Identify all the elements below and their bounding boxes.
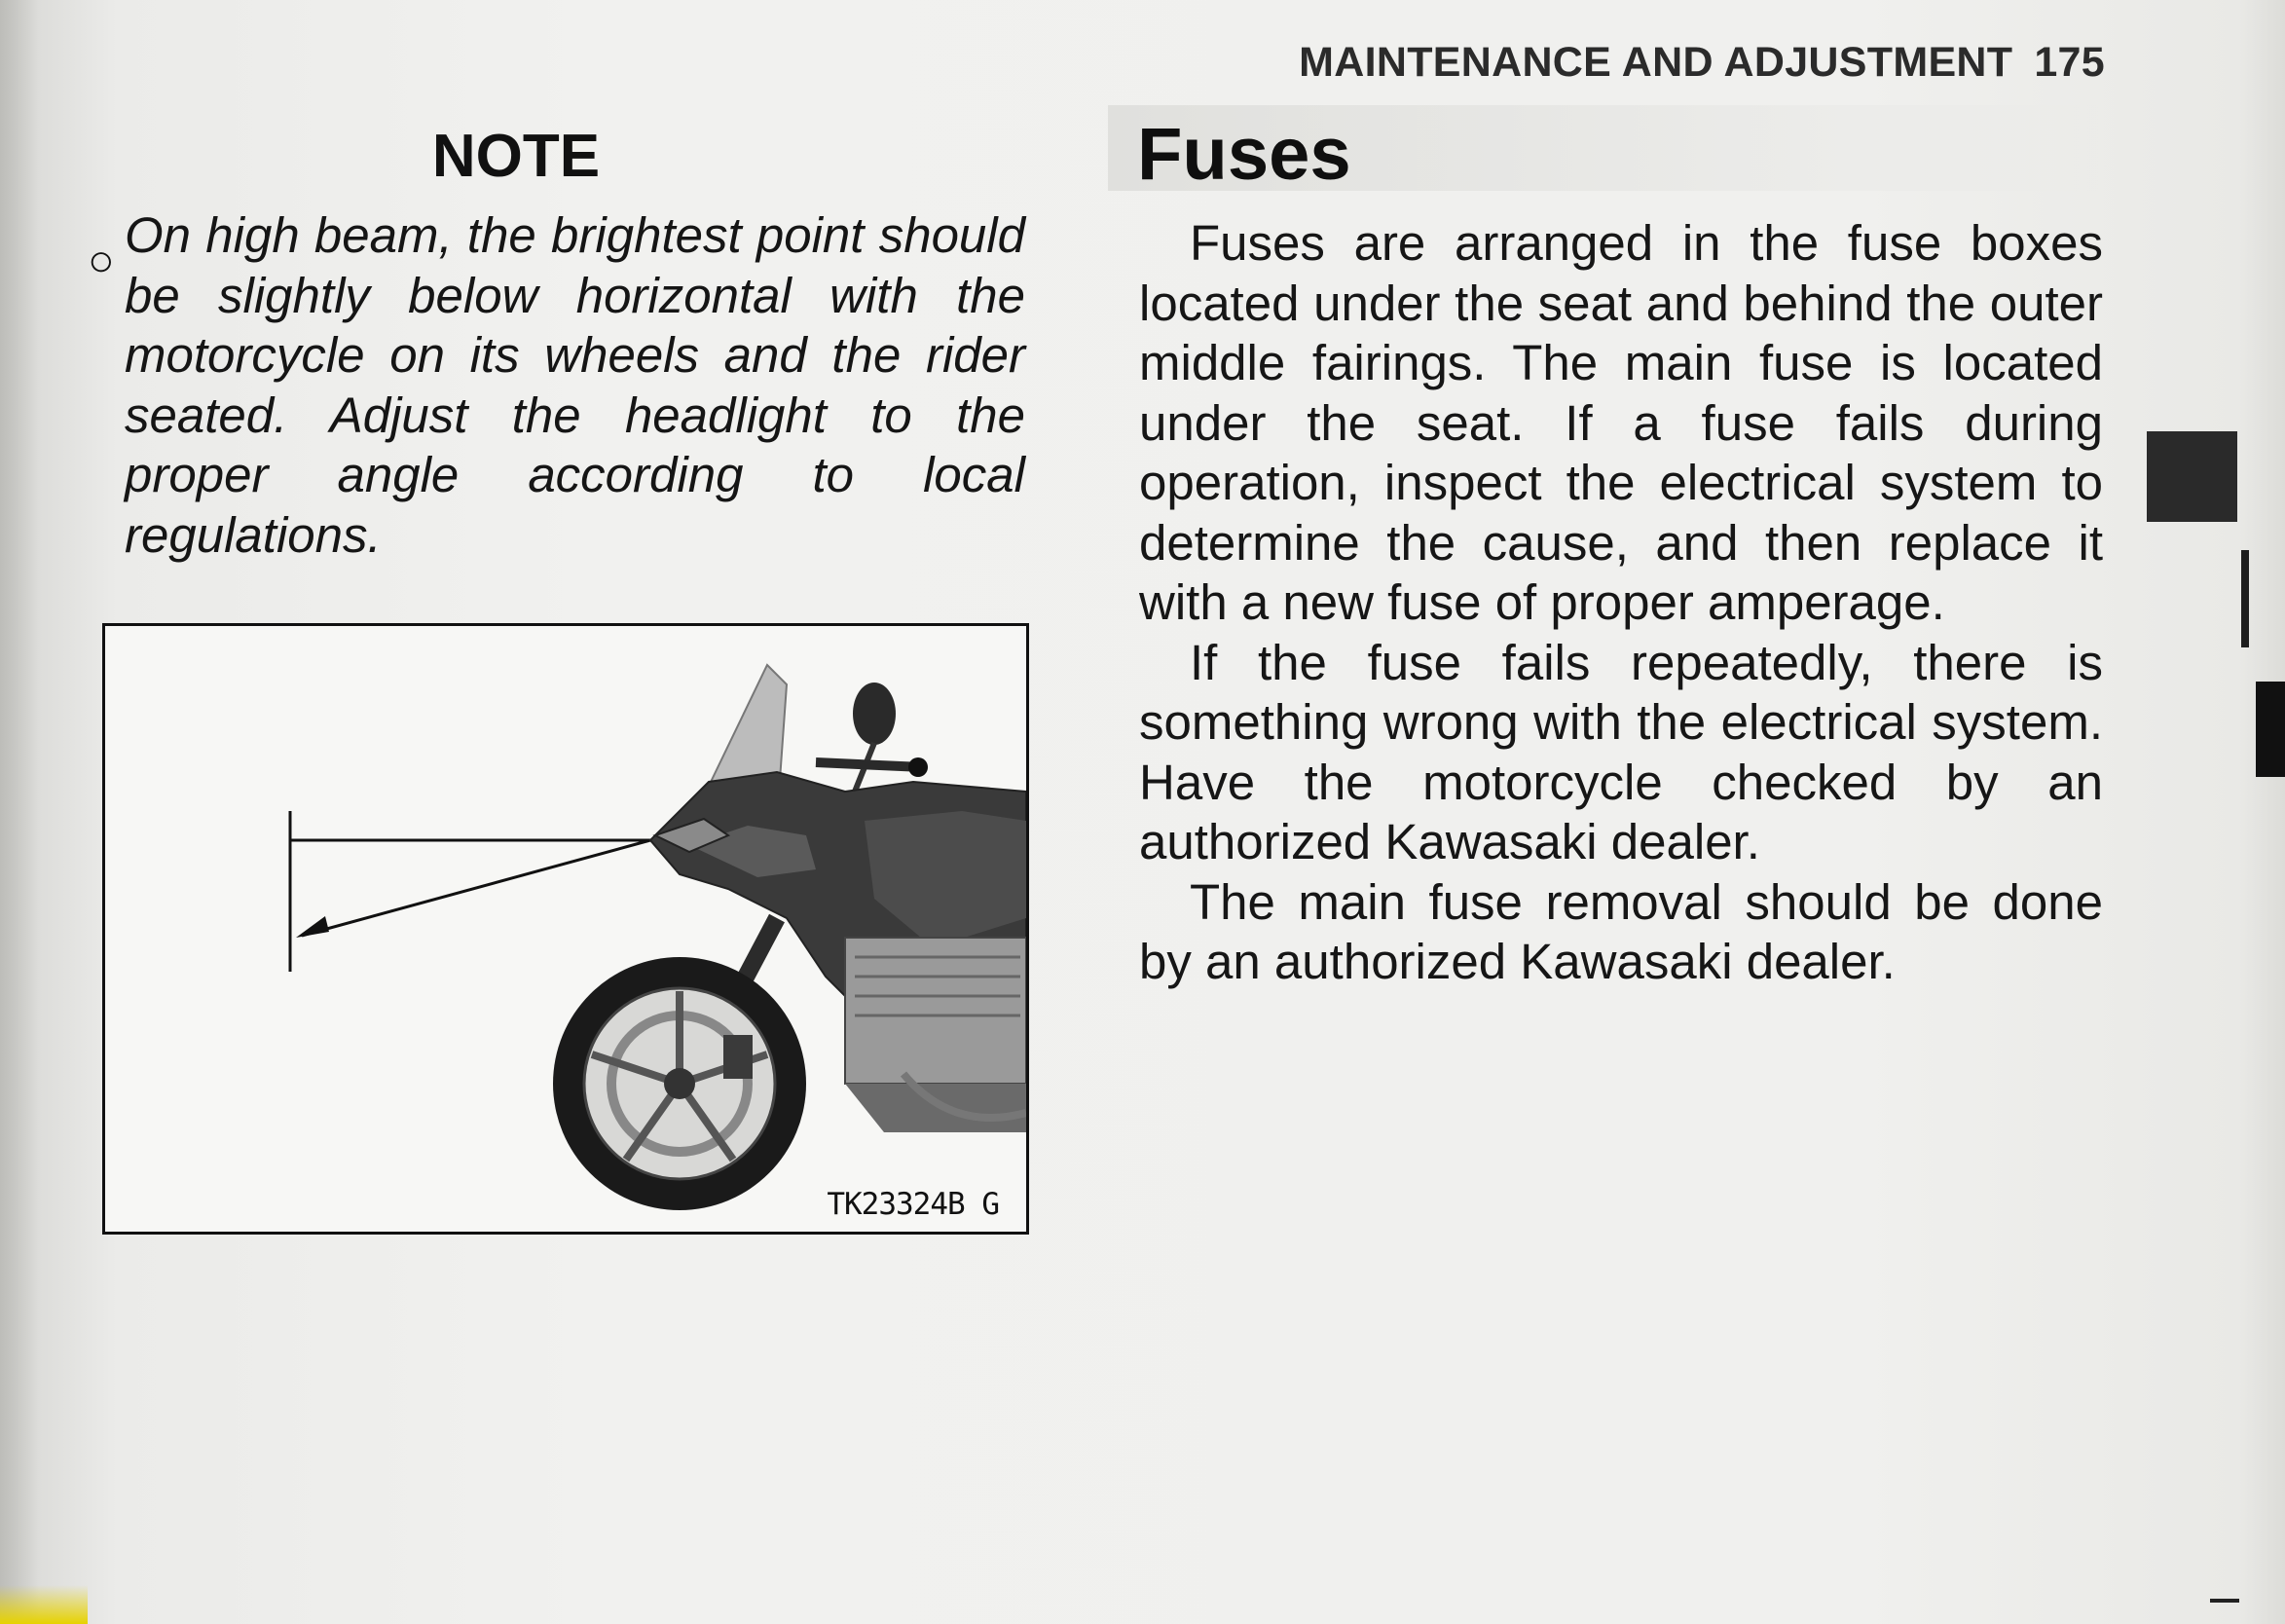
note-text: On high beam, the brightest point should… [125, 207, 1025, 563]
header-section: MAINTENANCE AND ADJUSTMENT [1299, 39, 2013, 86]
brake-caliper [723, 1035, 753, 1079]
mirror [853, 683, 896, 745]
engine [844, 937, 1026, 1085]
background-edge [0, 1585, 88, 1624]
page-fold-shadow [0, 0, 39, 1624]
headlight [652, 817, 731, 854]
note-bullet: ○ [88, 235, 115, 285]
page-number: 175 [2034, 39, 2105, 86]
arrow-head [296, 916, 329, 938]
section-title: Fuses [1137, 113, 1351, 196]
page-edge-tab [2256, 682, 2285, 777]
corner-mark [2210, 1599, 2239, 1603]
motorcycle-illustration [288, 663, 1026, 1210]
fuses-paragraph-1: Fuses are arranged in the fuse boxes loc… [1139, 215, 2103, 630]
section-title-bar [1108, 105, 2101, 191]
fuses-body: Fuses are arranged in the fuse boxes loc… [1139, 213, 2103, 992]
page-edge-mark [2241, 550, 2249, 647]
running-header: MAINTENANCE AND ADJUSTMENT 175 [1217, 39, 2105, 87]
fuses-paragraph-3: The main fuse removal should be done by … [1139, 873, 2103, 990]
note-title: NOTE [431, 123, 601, 190]
headlight-aim-figure: TK23324B G [102, 623, 1029, 1235]
beam-angle-line [301, 838, 651, 938]
figure-code: TK23324B G [827, 1187, 1000, 1222]
fuses-paragraph-2: If the fuse fails repeatedly, there is s… [1139, 634, 2103, 870]
chapter-thumb-tab [2147, 431, 2237, 522]
